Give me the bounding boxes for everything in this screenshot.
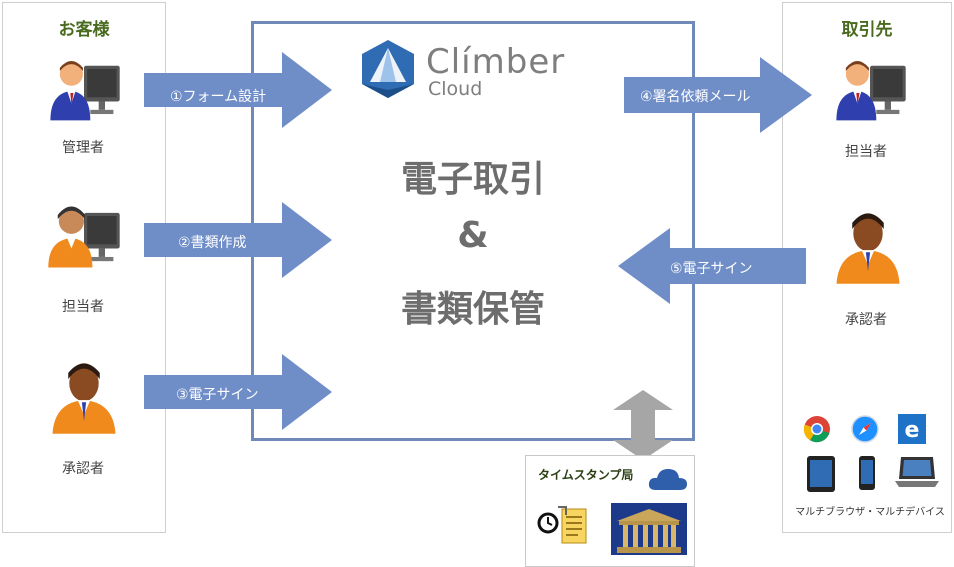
step3-label: ③電子サイン (176, 387, 259, 403)
customer-panel-title: お客様 (58, 20, 110, 40)
step5-label: ⑤電子サイン (670, 261, 753, 277)
clock-document-icon (537, 506, 587, 544)
staff-role-label: 担当者 (62, 299, 104, 315)
timestamp-title: タイムスタンプ局 (538, 468, 634, 482)
step4-arrow (624, 57, 812, 133)
center-line-ecommerce: 電子取引 (400, 159, 545, 200)
step2-arrow (144, 202, 332, 278)
step2-label: ②書類作成 (178, 235, 247, 251)
partner-panel-title: 取引先 (841, 20, 893, 40)
device-caption: マルチブラウザ・マルチデバイス (795, 507, 945, 518)
brand-name: Clímber (426, 42, 566, 82)
chrome-icon (803, 416, 830, 443)
step4-label: ④署名依頼メール (640, 89, 751, 105)
laptop-icon (895, 457, 939, 487)
center-line-storage: 書類保管 (400, 289, 545, 330)
partner-staff-role-label: 担当者 (845, 144, 887, 160)
partner-approver-person-icon (826, 205, 910, 289)
svg-text:e: e (905, 418, 920, 443)
phone-icon (859, 456, 875, 490)
staff-person-icon (42, 200, 126, 274)
step1-label: ①フォーム設計 (170, 89, 267, 105)
government-building-icon (611, 503, 687, 555)
partner-staff-person-icon (828, 55, 912, 129)
cloud-icon (648, 469, 687, 490)
approver-person-icon (42, 357, 126, 437)
admin-role-label: 管理者 (62, 140, 104, 156)
brand-sub: Cloud (428, 78, 483, 100)
tablet-icon (807, 456, 835, 492)
edge-icon: e (898, 414, 926, 444)
safari-icon (851, 415, 879, 443)
approver-role-label: 承認者 (62, 461, 104, 477)
admin-person-icon (42, 55, 126, 129)
climber-logo-icon (362, 40, 414, 98)
step5-arrow (618, 228, 806, 304)
timestamp-connector-arrow (613, 390, 673, 460)
step3-arrow (144, 354, 332, 430)
center-line-ampersand: & (457, 215, 489, 256)
step1-arrow (144, 52, 332, 128)
partner-approver-role-label: 承認者 (845, 312, 887, 328)
